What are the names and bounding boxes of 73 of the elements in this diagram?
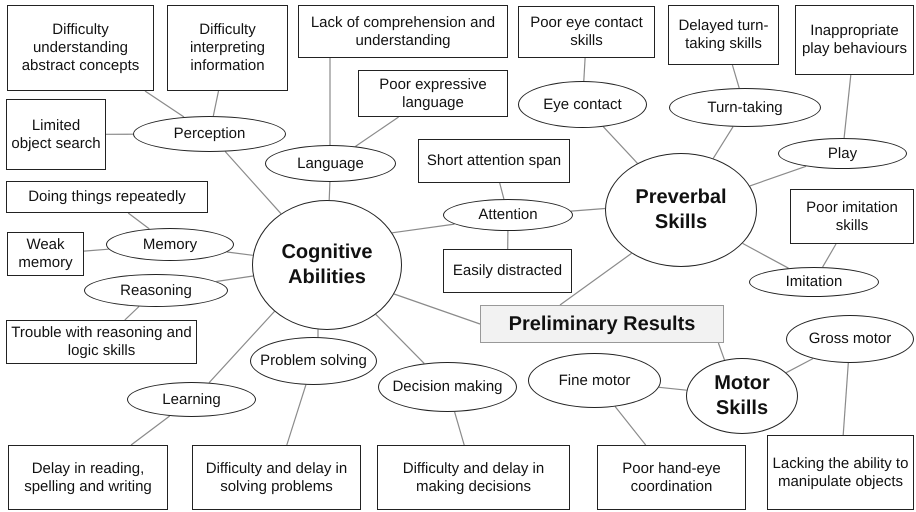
detail-box: Difficulty interpreting information bbox=[167, 5, 288, 91]
category-ellipse: Decision making bbox=[378, 362, 517, 412]
connector-line bbox=[227, 251, 253, 256]
category-ellipse: Perception bbox=[133, 116, 286, 152]
connector-line bbox=[499, 182, 504, 200]
detail-box: Delayed turn-taking skills bbox=[668, 5, 779, 65]
connector-line bbox=[375, 314, 425, 364]
detail-box: Short attention span bbox=[418, 139, 570, 183]
category-ellipse: Eye contact bbox=[518, 81, 647, 128]
connector-line bbox=[786, 358, 814, 374]
connector-line bbox=[130, 416, 170, 446]
connector-line bbox=[216, 275, 254, 282]
detail-box: Poor hand-eye coordination bbox=[597, 445, 746, 510]
detail-box: Poor imitation skills bbox=[790, 189, 914, 244]
detail-box: Difficulty and delay in solving problems bbox=[192, 445, 361, 510]
connector-line bbox=[507, 231, 508, 249]
connector-line bbox=[128, 212, 150, 230]
connector-line bbox=[844, 74, 852, 138]
connector-line bbox=[822, 244, 837, 268]
connector-line bbox=[328, 182, 330, 200]
detail-box: Lacking the ability to manipulate objects bbox=[767, 435, 914, 510]
category-ellipse: Gross motor bbox=[786, 315, 914, 363]
category-ellipse: Attention bbox=[443, 199, 573, 231]
detail-box: Doing things repeatedly bbox=[6, 181, 208, 213]
detail-box: Easily distracted bbox=[443, 249, 572, 293]
detail-box: Delay in reading, spelling and writing bbox=[8, 445, 168, 510]
connector-line bbox=[583, 58, 586, 82]
category-ellipse: Fine motor bbox=[528, 353, 661, 408]
connector-line bbox=[614, 406, 646, 446]
detail-box: Difficulty understanding abstract concepts bbox=[7, 5, 154, 91]
connector-line bbox=[718, 342, 726, 360]
connector-line bbox=[658, 386, 687, 391]
detail-box: Limited object search bbox=[6, 99, 106, 170]
connector-line bbox=[454, 412, 465, 446]
connector-line bbox=[732, 64, 740, 88]
connector-line bbox=[106, 134, 133, 135]
connector-line bbox=[602, 126, 638, 164]
connector-line bbox=[355, 116, 399, 147]
connector-line bbox=[570, 208, 606, 212]
connector-line bbox=[750, 166, 806, 186]
connector-line bbox=[224, 151, 282, 214]
detail-box: Lack of comprehension and understanding bbox=[298, 5, 508, 58]
category-ellipse: Language bbox=[265, 145, 396, 182]
topic-ellipse: Cognitive Abilities bbox=[252, 200, 402, 330]
connector-line bbox=[329, 58, 331, 145]
category-ellipse: Learning bbox=[127, 382, 256, 417]
detail-box: Weak memory bbox=[7, 232, 84, 276]
category-ellipse: Reasoning bbox=[84, 274, 228, 307]
connector-line bbox=[208, 311, 275, 384]
connector-line bbox=[742, 242, 789, 269]
connector-line bbox=[842, 362, 849, 436]
detail-box: Difficulty and delay in making decisions bbox=[377, 445, 570, 510]
category-ellipse: Imitation bbox=[749, 267, 879, 297]
connector-line bbox=[394, 293, 480, 325]
category-ellipse: Play bbox=[778, 138, 907, 169]
detail-box: Inappropriate play behaviours bbox=[795, 5, 914, 75]
detail-box: Trouble with reasoning and logic skills bbox=[6, 320, 197, 364]
detail-box: Poor eye contact skills bbox=[518, 6, 655, 58]
category-ellipse: Problem solving bbox=[250, 337, 377, 385]
connector-line bbox=[124, 306, 140, 320]
connector-line bbox=[144, 90, 184, 118]
connector-line bbox=[286, 384, 306, 446]
title-box: Preliminary Results bbox=[480, 305, 724, 343]
connector-line bbox=[84, 248, 109, 252]
detail-box: Poor expressive language bbox=[358, 70, 508, 117]
connector-line bbox=[392, 224, 455, 234]
connector-line bbox=[560, 252, 632, 306]
connector-line bbox=[212, 90, 220, 116]
category-ellipse: Turn-taking bbox=[669, 88, 821, 127]
category-ellipse: Memory bbox=[106, 228, 234, 261]
topic-ellipse: Preverbal Skills bbox=[605, 153, 757, 267]
connector-line bbox=[712, 126, 734, 159]
topic-ellipse: Motor Skills bbox=[686, 358, 798, 434]
